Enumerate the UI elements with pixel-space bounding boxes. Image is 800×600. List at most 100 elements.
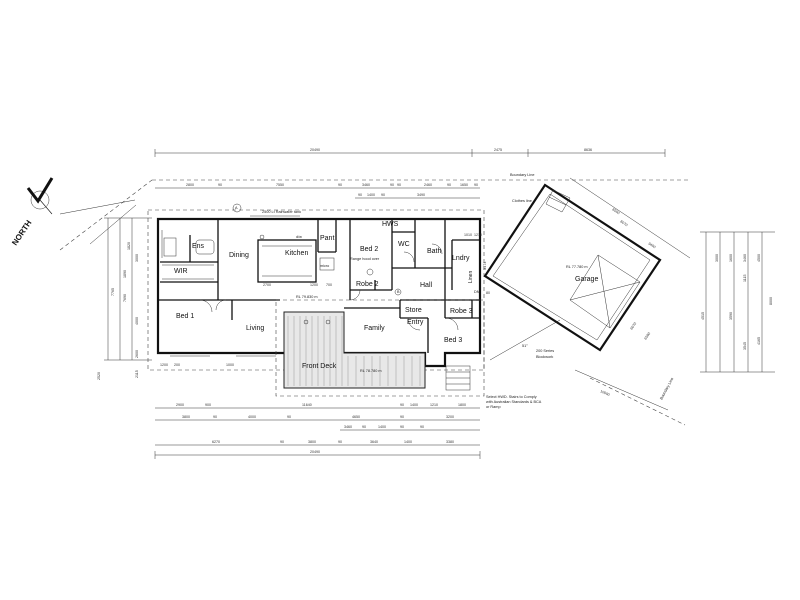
note-blockwork-2: Blockwork	[536, 355, 553, 359]
dim-garage-1: 6070	[619, 220, 628, 228]
top-dimensions: 20490 2475 8636 2800 90 7550 90 3460 90 …	[154, 148, 666, 199]
dim-top-8: 90	[447, 183, 451, 187]
dim-right-5: 3545	[743, 342, 747, 350]
dim-bottom-overall: 20490	[310, 450, 320, 454]
dim-b4-0: 6270	[212, 440, 220, 444]
dim-right-sub-1: 4165	[757, 337, 761, 345]
note-rainwater: 2500 Lt Rainwater tank	[262, 210, 301, 214]
dim-b1-2: 11640	[302, 403, 312, 407]
dim-b2-4: 4650	[352, 415, 360, 419]
room-lndry: Lndry	[452, 255, 470, 262]
dim-top-2: 7550	[276, 183, 284, 187]
dim-top-mid: 2475	[494, 148, 502, 152]
dim-left-4: 2600	[135, 350, 139, 358]
note-angle: 51°	[522, 344, 528, 348]
dim-b3-0: 3460	[344, 425, 352, 429]
dim-b3-2: 1400	[378, 425, 386, 429]
dim-right-overall: 8000	[769, 297, 773, 305]
front-deck	[275, 299, 485, 397]
room-family: Family	[364, 325, 385, 332]
right-dimensions: 3000 1600 3460 1115 3590 3545 4500 8000 …	[700, 231, 775, 373]
room-living: Living	[246, 325, 264, 332]
bottom-dimensions: 2900 900 11640 90 1400 1210 1800 3800 90…	[154, 403, 481, 459]
dim-top-7: 2460	[424, 183, 432, 187]
room-robe3: Robe 3	[450, 308, 473, 315]
dim-kitchen-2: 700	[326, 283, 332, 287]
dim-small-3: 1010	[464, 233, 472, 237]
dim-small-5: 80	[486, 291, 490, 295]
room-bed2: Bed 2	[360, 246, 378, 253]
dim-top-3: 90	[338, 183, 342, 187]
dim-top-9: 1650	[460, 183, 468, 187]
room-robe2: Robe 2	[356, 281, 379, 288]
room-store: Store	[405, 307, 422, 314]
note-stairs-1: Select HWD. Stairs to Comply	[486, 395, 537, 399]
dim-top-6: 90	[397, 183, 401, 187]
north-label: NORTH	[10, 218, 33, 247]
note-blockwork-1: 200 Series	[536, 349, 554, 353]
dim-garage-3: 6070	[630, 322, 638, 331]
room-entry: Entry	[407, 319, 424, 326]
garage: 6500 6070 3400 6070 6500 10000	[483, 177, 691, 411]
dim-top-10: 90	[474, 183, 478, 187]
section-marker-a: A	[235, 206, 238, 210]
boundary-right-label: Boundary Line	[659, 377, 674, 401]
dim-b2-1: 90	[213, 415, 217, 419]
room-pant: Pant	[320, 235, 334, 242]
dim-b1-6: 1800	[458, 403, 466, 407]
left-dimensions: 1820 3000 1890 4000 2600 2115 7765 7690 …	[97, 217, 152, 380]
room-wir: WIR	[174, 268, 188, 275]
dim-b3-1: 90	[362, 425, 366, 429]
room-front-deck: Front Deck	[302, 363, 337, 370]
dim-right-2: 3460	[743, 254, 747, 262]
dim-b1-3: 90	[400, 403, 404, 407]
dim-left-bottom: 2520	[97, 372, 101, 380]
note-rl-garage: RL 77.780 m	[566, 265, 588, 269]
dim-b4-1: 90	[280, 440, 284, 444]
dim-garage-2: 3400	[647, 242, 656, 250]
dim-b2-6: 3200	[446, 415, 454, 419]
dim-right-6: 4500	[757, 254, 761, 262]
dim-b1-4: 1400	[410, 403, 418, 407]
dim-small-1: 200	[174, 363, 180, 367]
room-garage: Garage	[575, 276, 598, 283]
dim-top-5: 90	[390, 183, 394, 187]
room-labels: Ens WIR Dining Kitchen Pant Bed 2 HWS WC…	[174, 221, 598, 370]
room-linen: Linen	[468, 271, 474, 283]
dim-left-3: 4000	[135, 317, 139, 325]
dim-b1-1: 900	[205, 403, 211, 407]
dim-b4-5: 1400	[404, 440, 412, 444]
room-hall: Hall	[420, 282, 433, 289]
dim-b2-3: 90	[287, 415, 291, 419]
section-marker-b: B	[397, 290, 400, 294]
dim-small-4: 1210	[474, 233, 482, 237]
dim-left-2: 1890	[123, 270, 127, 278]
dim-left-5: 2115	[135, 370, 139, 378]
dim-b2-2: 4000	[248, 415, 256, 419]
dim-top-overall: 20490	[310, 148, 320, 152]
dim-top2-3: 3490	[417, 193, 425, 197]
room-bed1: Bed 1	[176, 313, 194, 320]
room-bed3: Bed 3	[444, 337, 462, 344]
note-stairs-2: with Australian Standards & BCA	[486, 400, 542, 404]
dim-top-1: 90	[218, 183, 222, 187]
dim-top2-1: 1400	[367, 193, 375, 197]
room-hws: HWS	[382, 221, 399, 228]
dim-right-0: 3000	[715, 254, 719, 262]
note-dw: d/w	[296, 235, 302, 239]
dim-kitchen-1: 1200	[310, 283, 318, 287]
dim-kitchen-0: 2700	[263, 283, 271, 287]
note-micro: micro	[320, 264, 329, 268]
dim-b4-2: 3800	[308, 440, 316, 444]
dim-top-4: 3460	[362, 183, 370, 187]
room-kitchen: Kitchen	[285, 250, 308, 257]
dim-b4-6: 3380	[446, 440, 454, 444]
room-wc: WC	[398, 241, 410, 248]
dim-b2-5: 90	[400, 415, 404, 419]
note-rl-main: RL 79.830 m	[296, 295, 318, 299]
house-walls	[147, 209, 485, 371]
dim-garage-0: 6500	[611, 208, 620, 216]
dim-b3-4: 90	[420, 425, 424, 429]
dim-left-overall: 7765	[111, 288, 115, 296]
